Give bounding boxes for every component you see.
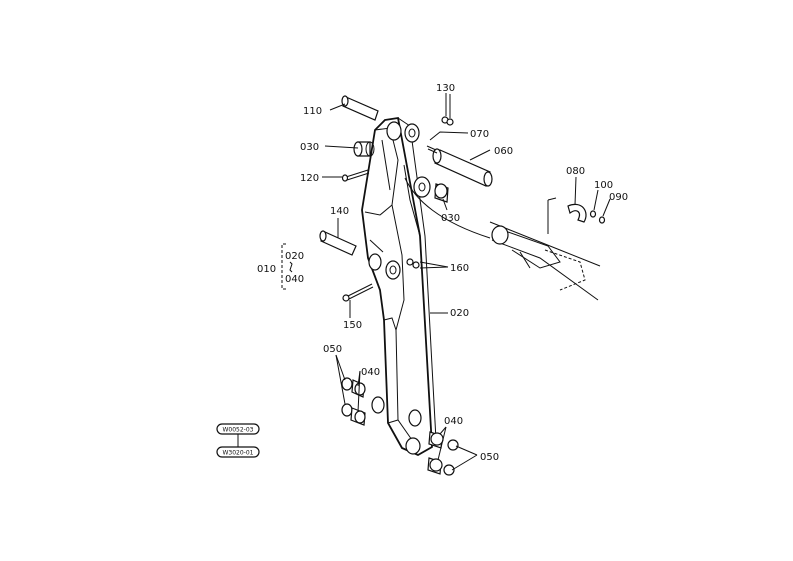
label-030-upper: 030 <box>300 142 319 153</box>
leader-lines <box>322 93 611 471</box>
label-080: 080 <box>566 166 585 177</box>
label-030-side: 030 <box>441 213 460 224</box>
label-070: 070 <box>470 129 489 140</box>
label-010: 010 <box>257 264 276 275</box>
reference-codes: W0052-03 W3020-01 <box>216 423 260 458</box>
bolt-150 <box>342 283 374 302</box>
ref-top-code: W0052-03 <box>222 427 253 434</box>
ref-bottom-frame <box>216 446 260 458</box>
label-020: 020 <box>450 308 469 319</box>
boom-end <box>489 197 601 301</box>
clip-080 <box>567 203 606 224</box>
label-140: 140 <box>330 206 349 217</box>
bushings-lower-left <box>341 377 366 426</box>
label-040-right: 040 <box>444 416 463 427</box>
nut-130 <box>441 116 454 126</box>
bolt-120 <box>341 169 370 182</box>
label-130: 130 <box>436 83 455 94</box>
group-010-bracket <box>281 243 286 290</box>
nut-160 <box>406 258 420 269</box>
label-040-group: 040 <box>285 274 304 285</box>
label-160: 160 <box>450 263 469 274</box>
pin-140 <box>319 230 357 256</box>
group-010-arrow <box>289 261 293 273</box>
arm-body <box>361 116 437 457</box>
bushing-030-upper <box>353 141 375 157</box>
bushings-lower-right <box>427 431 459 476</box>
label-110: 110 <box>303 106 322 117</box>
label-020-group: 020 <box>285 251 304 262</box>
bushing-030-side <box>434 183 449 203</box>
pin-110 <box>341 95 379 121</box>
pin-060 <box>432 148 493 187</box>
label-150: 150 <box>343 320 362 331</box>
label-060: 060 <box>494 146 513 157</box>
label-050-right: 050 <box>480 452 499 463</box>
label-050-left: 050 <box>323 344 342 355</box>
ref-bottom-code: W3020-01 <box>222 450 253 457</box>
hose-line <box>404 177 491 239</box>
label-120: 120 <box>300 173 319 184</box>
pin-070 <box>426 145 438 154</box>
label-090: 090 <box>609 192 628 203</box>
label-100: 100 <box>594 180 613 191</box>
label-040-left: 040 <box>361 367 380 378</box>
